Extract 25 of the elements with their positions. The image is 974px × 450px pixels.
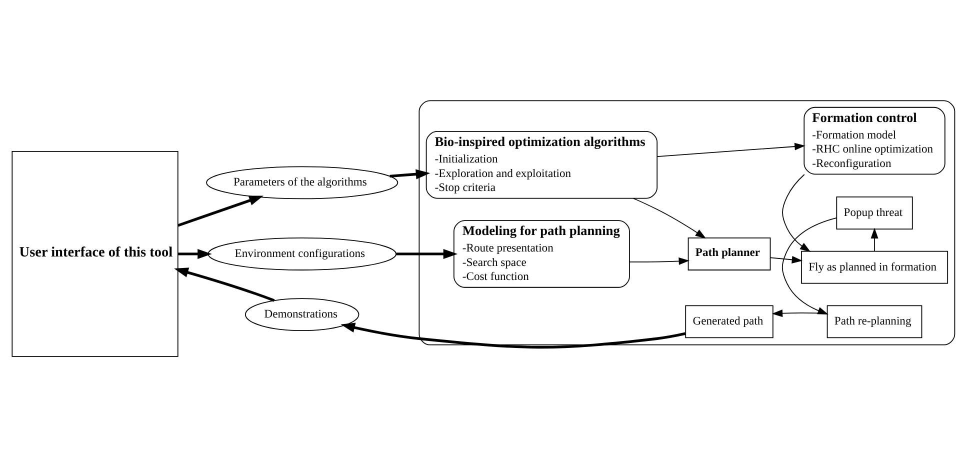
node-box: Modeling for path planning -Route presentation -Search space -Cost function bbox=[453, 220, 630, 288]
node-box: Path re-planning bbox=[826, 305, 922, 338]
node-box: Generated path bbox=[685, 305, 774, 338]
arrow bbox=[174, 268, 275, 302]
node-ellipse: Environment configurations bbox=[208, 237, 397, 270]
arrow bbox=[629, 257, 690, 265]
arrow bbox=[632, 198, 706, 238]
arrow bbox=[656, 142, 806, 157]
node-box: Fly as planned in formation bbox=[801, 250, 948, 284]
node-box: User interface of this tool bbox=[12, 151, 178, 357]
arrow bbox=[782, 174, 811, 252]
node-box: Bio-inspired optimization algorithms -Initialization -Exploration and exploitation -Stop criteria bbox=[426, 131, 658, 199]
node-box: Popup threat bbox=[836, 196, 913, 230]
arrow bbox=[390, 169, 430, 180]
arrow bbox=[396, 248, 458, 259]
cluster bbox=[418, 100, 956, 346]
node-ellipse: Parameters of the algorithms bbox=[206, 166, 398, 200]
arrow bbox=[178, 248, 212, 259]
arrow bbox=[770, 256, 803, 264]
node-box: Formation control -Formation model -RHC online optimization -Reconfiguration bbox=[804, 106, 946, 175]
arrow bbox=[340, 322, 686, 349]
node-box: Path planner bbox=[688, 237, 771, 270]
arrow bbox=[772, 310, 828, 318]
arrow bbox=[178, 196, 264, 227]
arrow bbox=[870, 228, 878, 252]
